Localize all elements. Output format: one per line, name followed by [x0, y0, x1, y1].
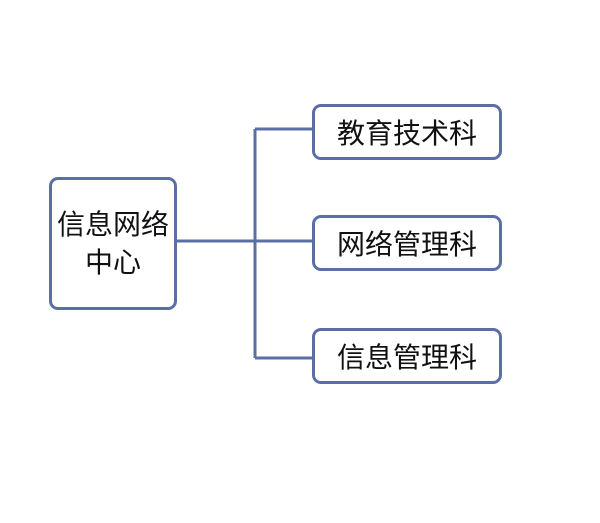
root-node: 信息网络 中心: [49, 177, 177, 310]
child-label: 网络管理科: [336, 228, 477, 261]
child-node-3: 信息管理科: [312, 328, 502, 384]
child-node-1: 教育技术科: [312, 104, 502, 160]
child-node-2: 网络管理科: [312, 215, 502, 271]
child-label: 教育技术科: [336, 117, 477, 150]
root-label-line2: 中心: [84, 245, 141, 279]
root-label-line1: 信息网络: [56, 207, 169, 241]
child-label: 信息管理科: [336, 341, 477, 374]
